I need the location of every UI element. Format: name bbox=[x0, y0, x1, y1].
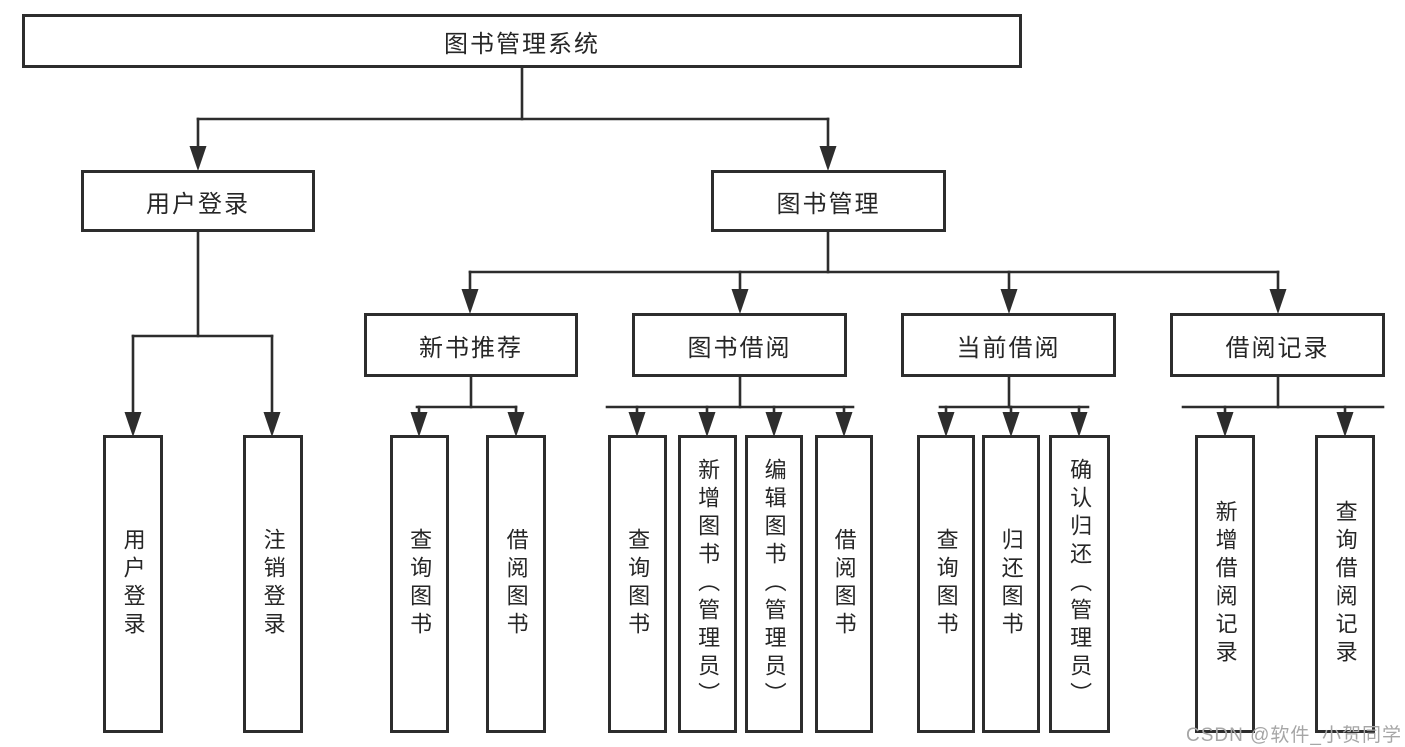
leaf-current-query-books: 查询图书 bbox=[917, 435, 975, 733]
node-label: 当前借阅 bbox=[956, 334, 1061, 362]
node-current-borrowing: 当前借阅 bbox=[901, 313, 1116, 377]
leaf-borrowing-query-books: 查询图书 bbox=[608, 435, 667, 733]
csdn-watermark: CSDN @软件_小贺同学 bbox=[1186, 725, 1402, 746]
node-label: 新增图书（管理员） bbox=[695, 458, 721, 710]
leaf-user-login: 用户登录 bbox=[103, 435, 163, 733]
node-label: 查询图书 bbox=[625, 528, 651, 640]
node-label: 借阅记录 bbox=[1225, 334, 1330, 362]
leaf-records-add-record: 新增借阅记录 bbox=[1195, 435, 1255, 733]
node-label: 新书推荐 bbox=[419, 334, 523, 362]
node-label: 新增借阅记录 bbox=[1212, 500, 1238, 668]
leaf-current-return-books: 归还图书 bbox=[982, 435, 1040, 733]
leaf-borrowing-borrow-books: 借阅图书 bbox=[815, 435, 873, 733]
node-label: 确认归还（管理员） bbox=[1067, 458, 1093, 710]
leaf-recommend-borrow-books: 借阅图书 bbox=[486, 435, 546, 733]
arrowheads bbox=[124, 146, 1354, 437]
node-label: 编辑图书（管理员） bbox=[761, 458, 787, 710]
node-label: 用户登录 bbox=[146, 190, 250, 218]
node-label: 借阅图书 bbox=[831, 528, 857, 640]
leaf-logout: 注销登录 bbox=[243, 435, 303, 733]
node-borrowing-records: 借阅记录 bbox=[1170, 313, 1385, 377]
leaf-recommend-query-books: 查询图书 bbox=[390, 435, 449, 733]
leaf-current-confirm-return-admin: 确认归还（管理员） bbox=[1049, 435, 1110, 733]
node-label: 图书借阅 bbox=[687, 334, 792, 362]
node-label: 查询图书 bbox=[407, 528, 433, 640]
node-label: 图书管理系统 bbox=[444, 30, 600, 58]
leaf-borrowing-edit-books-admin: 编辑图书（管理员） bbox=[745, 435, 803, 733]
node-new-book-recommend: 新书推荐 bbox=[364, 313, 578, 377]
node-label: 注销登录 bbox=[260, 528, 286, 640]
node-label: 归还图书 bbox=[998, 528, 1024, 640]
node-label: 图书管理 bbox=[776, 190, 881, 218]
leaf-records-query-record: 查询借阅记录 bbox=[1315, 435, 1375, 733]
node-user-login: 用户登录 bbox=[81, 170, 315, 232]
leaf-borrowing-add-books-admin: 新增图书（管理员） bbox=[678, 435, 737, 733]
node-label: 用户登录 bbox=[120, 528, 146, 640]
node-library-management-system: 图书管理系统 bbox=[22, 14, 1022, 68]
node-label: 查询图书 bbox=[933, 528, 959, 640]
node-book-management: 图书管理 bbox=[711, 170, 946, 232]
node-label: 借阅图书 bbox=[503, 528, 529, 640]
node-book-borrowing: 图书借阅 bbox=[632, 313, 847, 377]
node-label: 查询借阅记录 bbox=[1332, 500, 1358, 668]
